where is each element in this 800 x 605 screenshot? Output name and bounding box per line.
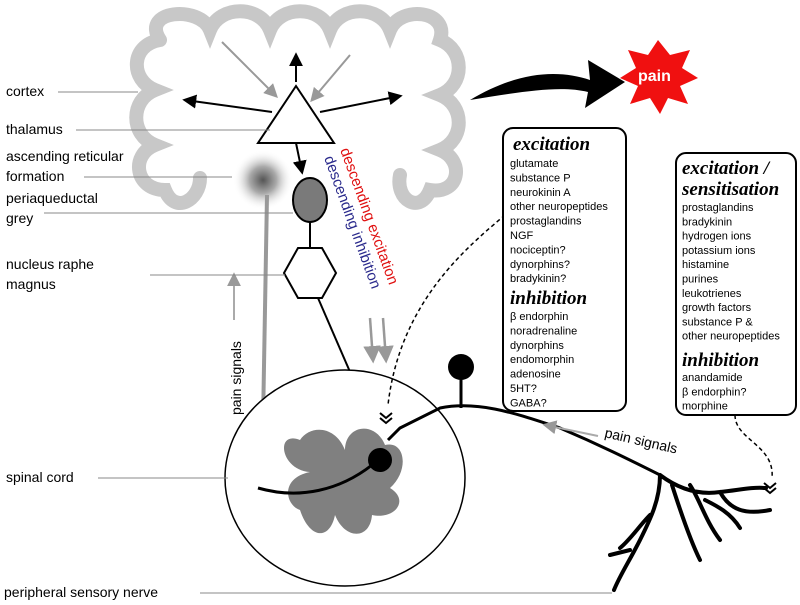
periaqueductal-grey [292, 177, 328, 223]
cortex-outline [129, 4, 466, 210]
pain-label: pain [638, 68, 671, 85]
label-nrm-line1: nucleus raphe [6, 256, 94, 272]
label-pag-line1: periaqueductal [6, 190, 98, 206]
label-pain-signals-ascending: pain signals [228, 341, 244, 415]
central-inhibition-list: β endorphin noradrenaline dynorphins endomo… [510, 311, 577, 409]
label-thalamus: thalamus [6, 121, 63, 137]
mediator-item: purines [682, 274, 719, 286]
mediator-item: endomorphin [510, 354, 574, 366]
label-arf-line1: ascending reticular [6, 148, 124, 164]
mediator-item: GABA? [510, 397, 547, 409]
mediator-item: leukotrienes [682, 288, 742, 300]
mediator-item: noradrenaline [510, 325, 577, 337]
nerve-branches [608, 473, 772, 592]
central-excitation-list: glutamate substance P neurokinin A other ne… [510, 158, 608, 285]
mediator-item: adenosine [510, 369, 561, 381]
peripheral-inhibition-title: inhibition [682, 350, 759, 371]
nucleus-raphe-magnus [282, 247, 338, 299]
ascending-reticular-formation [233, 150, 293, 210]
synapse-terminal [368, 448, 392, 472]
thalamus-output-arrow [319, 91, 403, 113]
mediator-item: β endorphin? [682, 386, 746, 398]
label-peripheral-nerve: peripheral sensory nerve [4, 584, 158, 600]
label-arf-line2: formation [6, 168, 64, 184]
mediator-item: bradykinin [682, 216, 732, 228]
peripheral-inhibition-list: anandamide β endorphin? morphine [682, 372, 746, 413]
mediator-item: substance P [510, 172, 571, 184]
mediator-item: β endorphin [510, 311, 568, 323]
mediator-item: nociceptin? [510, 244, 566, 256]
central-mediators-box: excitation glutamate substance P neurokini… [502, 127, 627, 412]
mediator-item: histamine [682, 259, 729, 271]
descending-inhibition-arrow [363, 317, 381, 364]
mediator-item: prostaglandins [510, 216, 582, 228]
peripheral-mediators-box: excitation / sensitisation prostaglandin… [675, 152, 797, 416]
peripheral-box-connector [734, 414, 773, 479]
mediator-item: growth factors [682, 302, 752, 314]
mediator-item: hydrogen ions [682, 231, 752, 243]
central-box-frame [502, 127, 627, 412]
mediator-item: morphine [682, 401, 728, 413]
mediator-item: potassium ions [682, 245, 756, 257]
central-inhibition-title: inhibition [510, 288, 587, 309]
central-box-connector [387, 214, 506, 406]
peripheral-excitation-title-line2: sensitisation [681, 179, 779, 200]
mediator-item: other neuropeptides [510, 201, 608, 213]
mediator-item: prostaglandins [682, 202, 754, 214]
thalamus-output-arrow [182, 94, 273, 113]
nerve-end-chevrons [763, 482, 777, 495]
cortex-input-arrow [221, 41, 278, 98]
mediator-item: neurokinin A [510, 187, 571, 199]
cortex-input-arrow [310, 54, 351, 103]
peripheral-excitation-title-line1: excitation / [682, 158, 771, 179]
peripheral-excitation-list: prostaglandins bradykinin hydrogen ions pot… [682, 202, 780, 343]
mediator-item: dynorphins? [510, 259, 570, 271]
peripheral-box-frame [675, 152, 797, 416]
mediator-item: bradykinin? [510, 273, 566, 285]
dorsal-root-ganglion [448, 354, 474, 380]
label-spinal-cord: spinal cord [6, 469, 74, 485]
thalamus-to-pag-arrow [292, 142, 307, 175]
pain-starburst [620, 40, 698, 114]
mediator-item: 5HT? [510, 383, 537, 395]
label-pag-line2: grey [6, 210, 33, 226]
mediator-item: other neuropeptides [682, 331, 780, 343]
thalamus-triangle [256, 84, 336, 144]
label-cortex: cortex [6, 83, 44, 99]
central-nerve-terminal [257, 463, 373, 495]
mediator-item: anandamide [682, 372, 743, 384]
central-excitation-title: excitation [513, 134, 590, 155]
mediator-item: substance P & [682, 316, 753, 328]
mediator-item: NGF [510, 230, 534, 242]
label-nrm-line2: magnus [6, 276, 56, 292]
receptor-chevrons [379, 412, 393, 425]
pain-perception-arrow [470, 60, 625, 108]
peripheral-pain-arrow [542, 420, 599, 437]
mediator-item: dynorphins [510, 340, 564, 352]
mediator-item: glutamate [510, 158, 558, 170]
descending-excitation-arrow [376, 317, 394, 364]
